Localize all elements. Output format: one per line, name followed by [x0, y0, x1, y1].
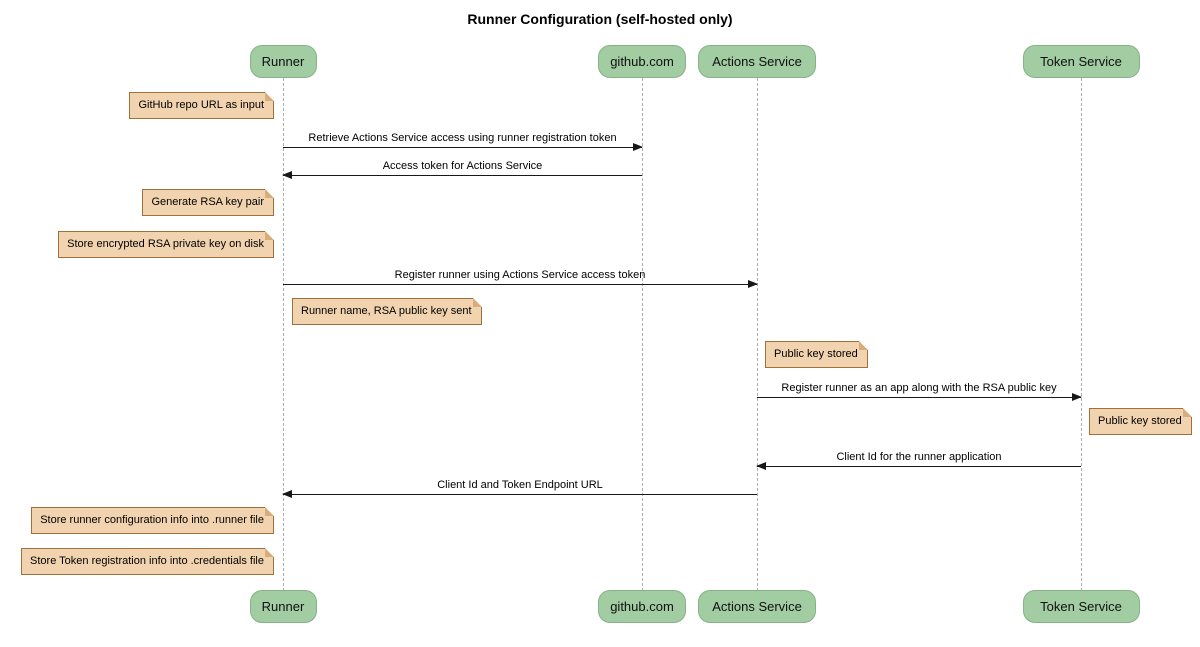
message-line	[283, 494, 757, 495]
note: Generate RSA key pair	[142, 189, 274, 216]
note: Public key stored	[765, 341, 868, 368]
note: Store runner configuration info into .ru…	[31, 507, 274, 534]
participant-box: Actions Service	[698, 45, 816, 78]
message: Access token for Actions Service	[282, 160, 642, 179]
message: Retrieve Actions Service access using ru…	[283, 132, 643, 151]
message-line	[757, 397, 1081, 398]
participant-label: Actions Service	[712, 54, 802, 69]
note: Store Token registration info into .cred…	[21, 548, 274, 575]
participant-box: Token Service	[1022, 590, 1140, 623]
message-label: Retrieve Actions Service access using ru…	[308, 132, 617, 144]
message-label: Register runner using Actions Service ac…	[394, 269, 646, 281]
participant-box: Token Service	[1022, 45, 1140, 78]
arrowhead-icon	[282, 490, 292, 498]
lifeline	[1081, 78, 1082, 591]
participant-box: github.com	[598, 45, 686, 78]
message-label: Client Id for the runner application	[836, 451, 1002, 463]
lifeline	[283, 78, 284, 591]
diagram-title: Runner Configuration (self-hosted only)	[467, 11, 733, 27]
note: Runner name, RSA public key sent	[292, 298, 482, 325]
message-line	[283, 147, 642, 148]
participant-box: github.com	[598, 590, 686, 623]
message-line	[757, 466, 1081, 467]
arrowhead-icon	[756, 462, 766, 470]
participant-box: Runner	[249, 45, 317, 78]
message-line	[283, 175, 642, 176]
message: Client Id and Token Endpoint URL	[282, 479, 757, 498]
arrowhead-icon	[1072, 393, 1082, 401]
lifeline	[642, 78, 643, 591]
note: Public key stored	[1089, 408, 1192, 435]
lifeline	[757, 78, 758, 591]
note: Store encrypted RSA private key on disk	[58, 231, 274, 258]
participant-label: github.com	[610, 54, 674, 69]
message-line	[283, 284, 757, 285]
note: GitHub repo URL as input	[129, 92, 274, 119]
message: Register runner using Actions Service ac…	[283, 269, 758, 288]
arrowhead-icon	[633, 143, 643, 151]
participant-label: Token Service	[1040, 54, 1122, 69]
participant-label: github.com	[610, 599, 674, 614]
participant-label: Actions Service	[712, 599, 802, 614]
participant-label: Runner	[261, 54, 305, 69]
participant-label: Token Service	[1040, 599, 1122, 614]
participant-label: Runner	[261, 599, 305, 614]
message: Register runner as an app along with the…	[757, 382, 1082, 401]
message-label: Register runner as an app along with the…	[781, 382, 1057, 394]
arrowhead-icon	[282, 171, 292, 179]
arrowhead-icon	[748, 280, 758, 288]
message-label: Access token for Actions Service	[382, 160, 543, 172]
message-label: Client Id and Token Endpoint URL	[437, 479, 603, 491]
message: Client Id for the runner application	[756, 451, 1081, 470]
participant-box: Actions Service	[698, 590, 816, 623]
participant-box: Runner	[249, 590, 317, 623]
